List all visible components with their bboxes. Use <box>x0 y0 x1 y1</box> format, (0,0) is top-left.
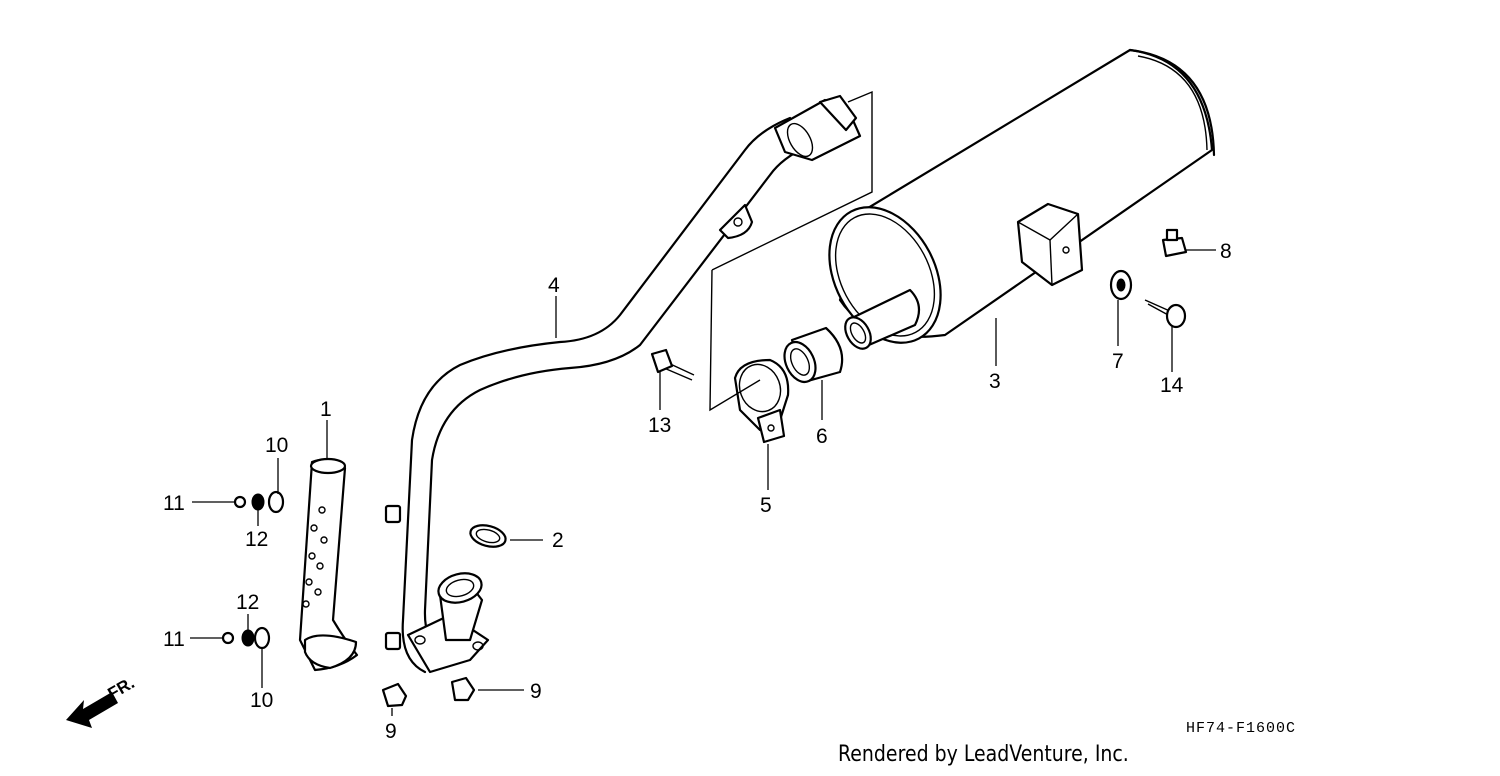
callout-9-left: 9 <box>385 720 397 743</box>
callout-5: 5 <box>760 494 772 517</box>
callout-10-upper: 10 <box>265 434 288 457</box>
callout-4: 4 <box>548 274 560 297</box>
clamp-band-part-5 <box>733 358 790 444</box>
callout-1: 1 <box>320 398 332 421</box>
callout-8: 8 <box>1220 240 1232 263</box>
callout-12-upper: 12 <box>245 528 268 551</box>
callout-10-lower: 10 <box>250 689 273 712</box>
diagram-code: HF74-F1600C <box>1186 720 1297 737</box>
callout-labels: 1 2 3 4 5 6 7 8 9 9 10 10 11 11 12 12 13… <box>163 240 1232 743</box>
front-arrow-icon <box>66 692 118 728</box>
callout-9-right: 9 <box>530 680 542 703</box>
heat-shield-holes <box>302 506 328 608</box>
callout-2: 2 <box>552 529 564 552</box>
render-credit: Rendered by LeadVenture, Inc. <box>838 742 1129 767</box>
callout-7: 7 <box>1112 350 1124 373</box>
callout-14: 14 <box>1160 374 1184 397</box>
callout-3: 3 <box>989 370 1001 393</box>
heat-shield-part-1 <box>298 457 359 672</box>
callout-6: 6 <box>816 425 828 448</box>
muffler-part-3 <box>828 48 1216 350</box>
hardware-fasteners <box>221 228 1188 708</box>
assembly-outline <box>709 90 873 412</box>
gasket-sleeve-part-6 <box>783 326 844 384</box>
leader-lines <box>190 249 1216 716</box>
front-direction-indicator: FR. <box>66 673 138 728</box>
callout-12-lower: 12 <box>236 591 259 614</box>
callout-11-lower: 11 <box>163 628 185 651</box>
exhaust-pipe-part-4 <box>384 94 862 674</box>
callout-13: 13 <box>648 414 671 437</box>
callout-11-upper: 11 <box>163 492 185 515</box>
